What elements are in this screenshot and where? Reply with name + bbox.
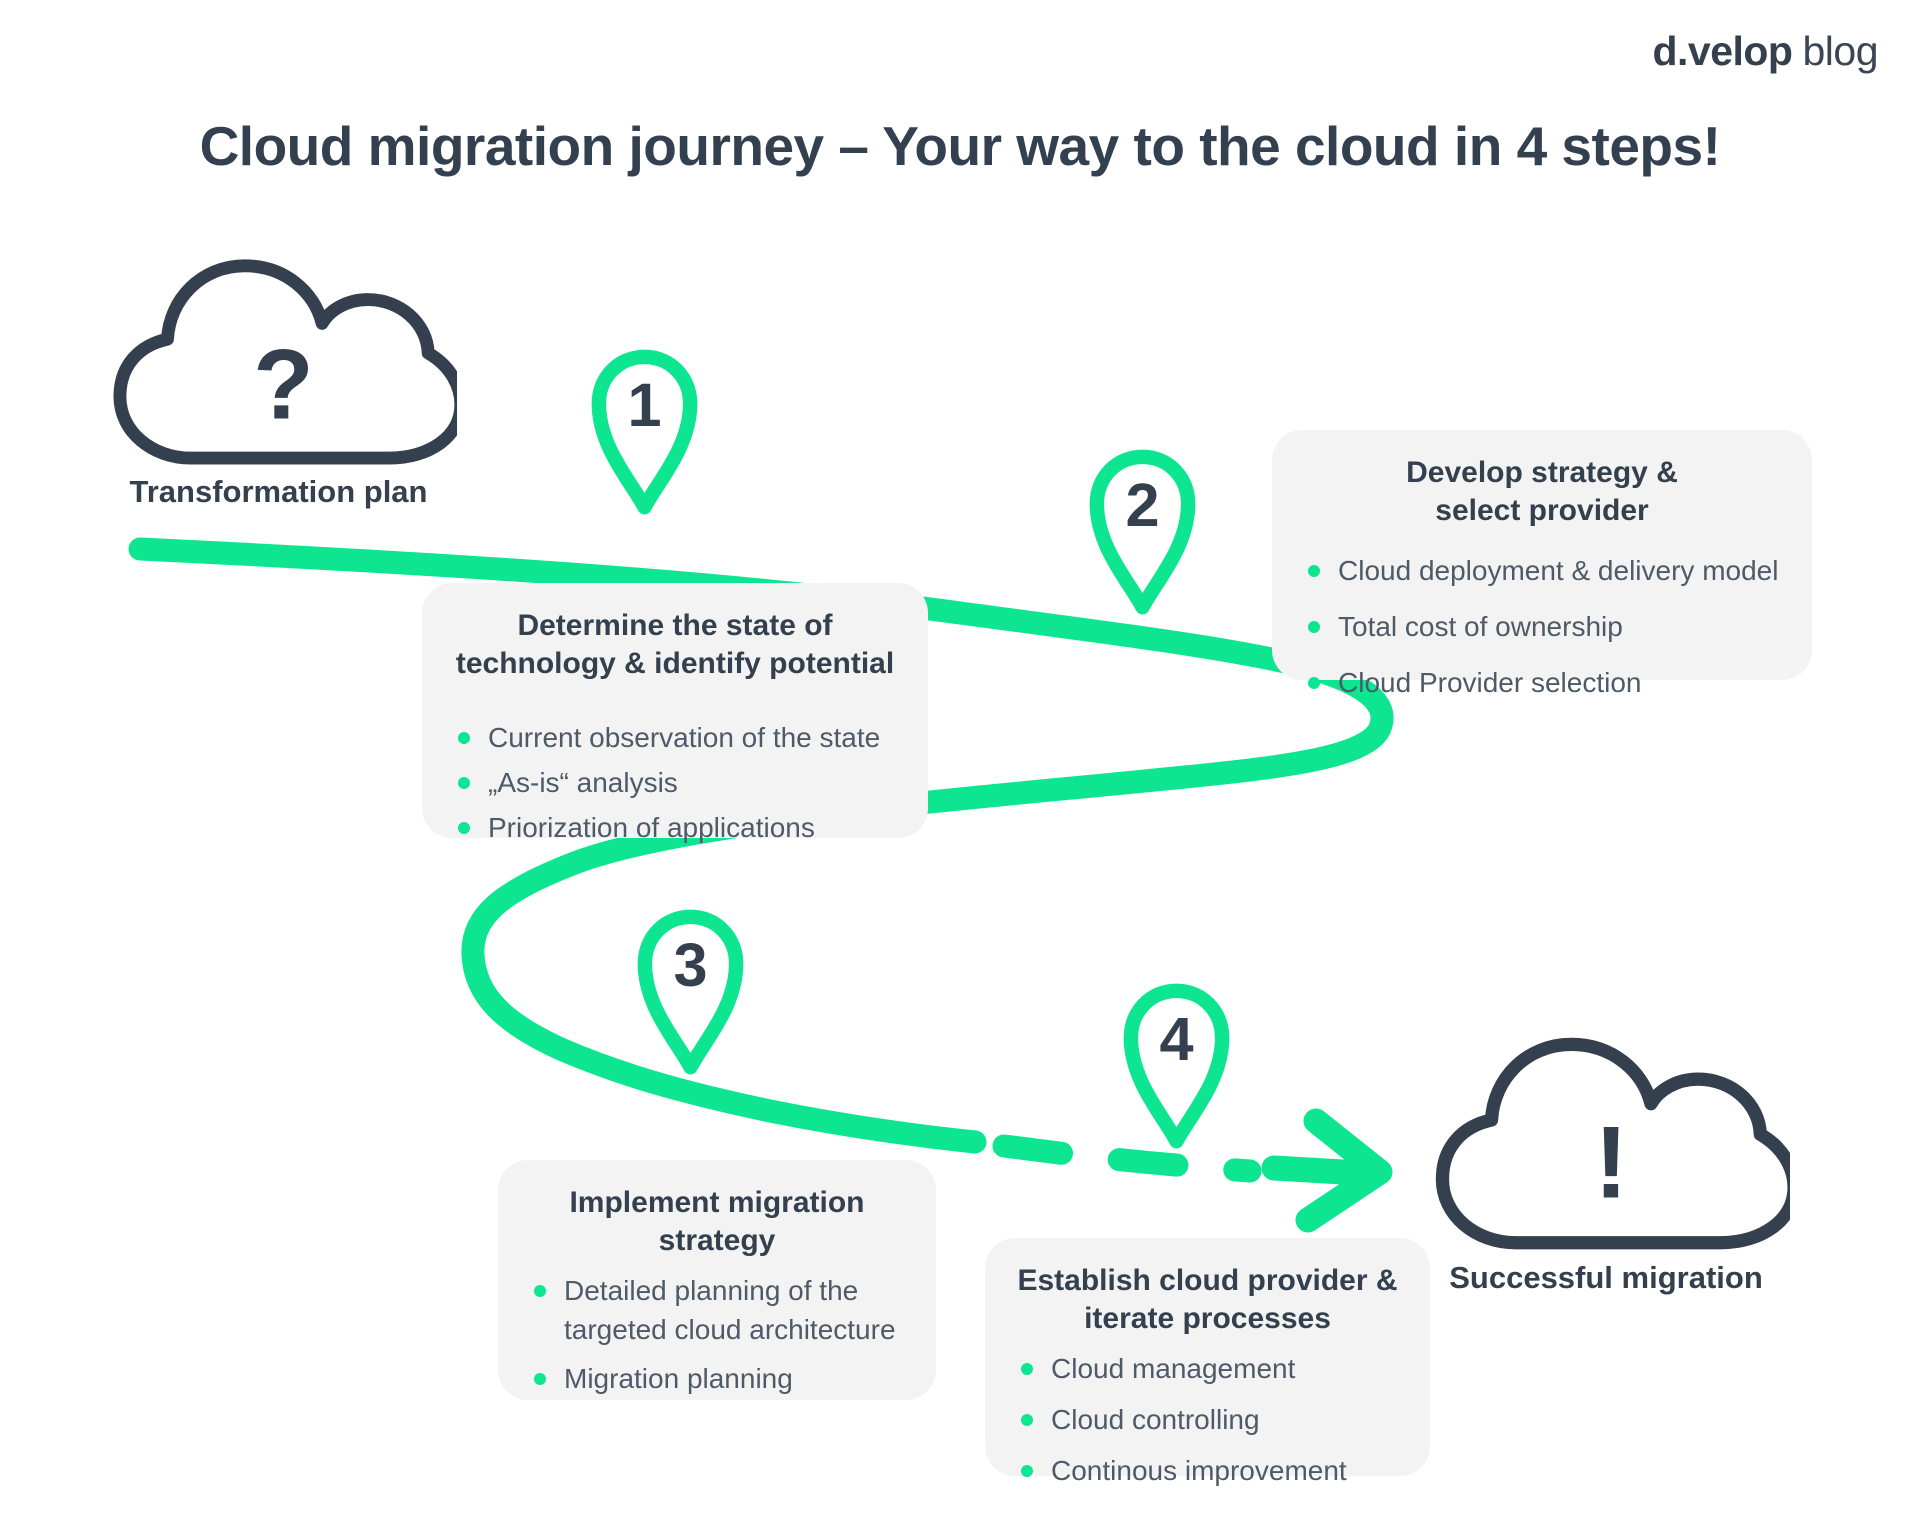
exclamation-mark-symbol: !	[1594, 1105, 1628, 1220]
step-3-bullets: Detailed planning of the targeted cloud …	[526, 1271, 908, 1399]
page-title: Cloud migration journey – Your way to th…	[199, 115, 1721, 177]
pin-2-number: 2	[1125, 471, 1159, 539]
transformation-plan-label: Transformation plan	[129, 474, 428, 509]
list-item: Detailed planning of the targeted cloud …	[526, 1271, 908, 1349]
list-item: Total cost of ownership	[1300, 607, 1784, 646]
bullet-dot-icon	[458, 822, 470, 835]
pin-3-number: 3	[673, 931, 707, 999]
bullet-label: Continous improvement	[1051, 1455, 1347, 1487]
cloud-question-icon: ?	[113, 259, 468, 465]
step-box-3: Implement migration strategy Detailed pl…	[498, 1160, 936, 1400]
question-mark-symbol: ?	[253, 329, 314, 440]
map-pin-3: 3	[634, 908, 747, 1075]
list-item: Cloud deployment & delivery model	[1300, 551, 1784, 590]
journey-path-solid	[128, 537, 1394, 1154]
step-2-bullets: Cloud deployment & delivery model Total …	[1300, 551, 1784, 703]
bullet-label: Cloud Provider selection	[1338, 667, 1642, 699]
bullet-dot-icon	[1308, 621, 1320, 634]
bullet-label: Detailed planning of the targeted cloud …	[564, 1275, 896, 1346]
map-pin-2: 2	[1086, 448, 1199, 615]
bullet-dot-icon	[1021, 1465, 1033, 1478]
successful-migration-label: Successful migration	[1449, 1260, 1763, 1295]
bullet-dot-icon	[1021, 1414, 1033, 1427]
bullet-dot-icon	[1308, 565, 1320, 577]
bullet-label: Cloud deployment & delivery model	[1338, 555, 1779, 586]
bullet-dot-icon	[458, 777, 470, 790]
pin-icon: 3	[637, 909, 744, 1075]
successful-migration-cloud: !	[1422, 1026, 1801, 1256]
step-4-bullets: Cloud management Cloud controlling Conti…	[1013, 1349, 1402, 1491]
list-item: Cloud Provider selection	[1300, 663, 1784, 702]
bullet-label: Migration planning	[564, 1363, 793, 1395]
bullet-dot-icon	[1308, 677, 1320, 690]
bullet-dot-icon	[1021, 1363, 1033, 1375]
journey-arrow-head	[1295, 1108, 1393, 1233]
bullet-label: Current observation of the state	[488, 722, 881, 753]
bullet-dot-icon	[458, 732, 470, 744]
list-item: Cloud controlling	[1013, 1400, 1402, 1439]
bullet-dot-icon	[534, 1373, 546, 1386]
map-pin-4: 4	[1120, 982, 1233, 1149]
pin-4-number: 4	[1159, 1005, 1193, 1073]
step-1-title: Determine the state of technology & iden…	[455, 609, 895, 680]
step-4-title: Establish cloud provider & iterate proce…	[1017, 1264, 1398, 1335]
bullet-label: Cloud controlling	[1051, 1404, 1260, 1436]
logo-suffix: blog	[1802, 28, 1878, 74]
list-item: Priorization of applications	[450, 808, 900, 847]
step-box-4: Establish cloud provider & iterate proce…	[985, 1238, 1430, 1486]
step-box-1: Determine the state of technology & iden…	[422, 583, 928, 843]
bullet-label: Total cost of ownership	[1338, 611, 1623, 643]
step-3-title: Implement migration strategy	[569, 1186, 865, 1257]
pin-icon: 4	[1123, 983, 1230, 1149]
map-pin-1: 1	[588, 348, 701, 515]
logo-brand: d.velop	[1652, 28, 1793, 74]
journey-arrow-shaft	[1261, 1155, 1373, 1186]
cloud-exclamation-icon: !	[1435, 1037, 1801, 1250]
bullet-label: Cloud management	[1051, 1353, 1296, 1384]
bullet-label: „As-is“ analysis	[488, 767, 678, 799]
bullet-dot-icon	[534, 1285, 546, 1297]
list-item: Current observation of the state	[450, 718, 900, 757]
list-item: Cloud management	[1013, 1349, 1402, 1388]
pin-icon: 2	[1089, 449, 1196, 615]
step-2-title: Develop strategy & select provider	[1406, 456, 1678, 527]
pin-1-number: 1	[627, 371, 661, 439]
pin-icon: 1	[591, 349, 698, 515]
step-box-2: Develop strategy & select provider Cloud…	[1272, 430, 1812, 698]
step-1-bullets: Current observation of the state „As-is“…	[450, 718, 900, 848]
transformation-plan-cloud: ?	[100, 248, 468, 471]
list-item: Migration planning	[526, 1359, 908, 1398]
journey-path-dashed	[992, 1134, 1262, 1183]
list-item: „As-is“ analysis	[450, 763, 900, 802]
bullet-label: Priorization of applications	[488, 812, 815, 844]
list-item: Continous improvement	[1013, 1451, 1402, 1490]
